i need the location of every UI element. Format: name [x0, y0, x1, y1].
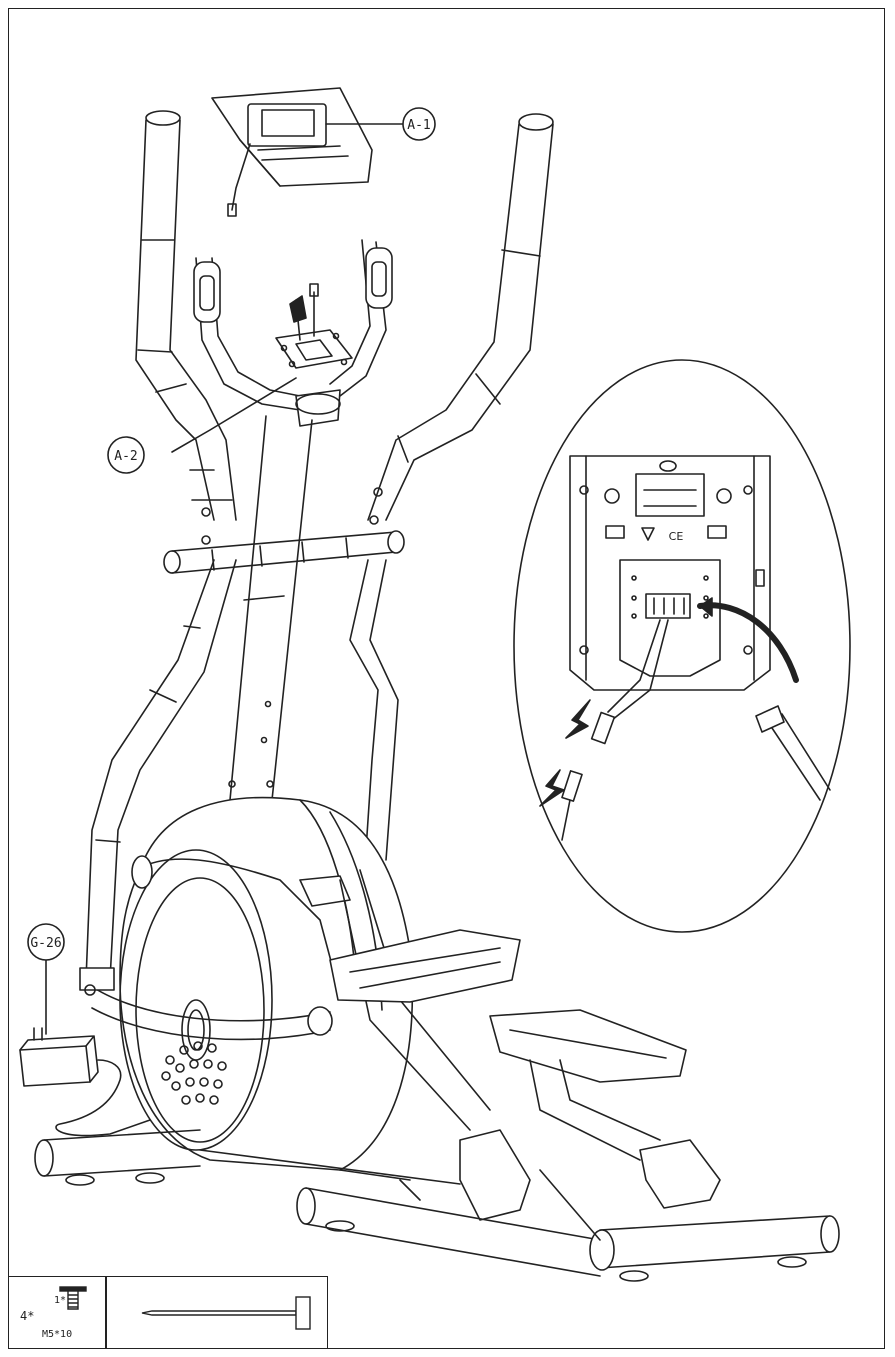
vent-holes [161, 1041, 227, 1105]
lower-handlebar-tube [79, 855, 337, 1041]
mounting-plate-a2 [275, 283, 353, 369]
fixed-handlebar [193, 239, 393, 427]
callout-a2: A-2 [114, 449, 137, 464]
left-moving-arm [85, 110, 237, 981]
detail-bubble: CE [513, 359, 851, 933]
ce-mark: CE [669, 530, 684, 543]
screw-icon [59, 1286, 87, 1310]
callout-g26: G-26 [30, 936, 61, 951]
drawing-frame [8, 8, 885, 1349]
callout-a1: A-1 [407, 118, 430, 133]
screw-quantity-alt: 1* [54, 1295, 67, 1306]
screwdriver-icon [141, 1296, 311, 1330]
table-divider [105, 1277, 107, 1349]
front-stabilizer [34, 1129, 461, 1186]
console-a1 [211, 87, 373, 217]
screw-quantity: 4* [20, 1309, 35, 1323]
pedal-assembly [299, 869, 721, 1221]
parts-table: 4* 1* M5*10 [8, 1276, 328, 1349]
crossbar [163, 530, 405, 574]
screw-spec: M5*10 [42, 1329, 73, 1340]
callout-a1-circle [402, 107, 436, 141]
power-adapter-g26 [19, 1027, 151, 1137]
main-mast [225, 415, 313, 813]
callout-g26-circle [27, 923, 65, 961]
callout-a2-circle [107, 436, 145, 474]
rear-stabilizer [296, 1169, 840, 1282]
right-moving-arm [349, 113, 554, 861]
leader-a2 [171, 377, 297, 453]
